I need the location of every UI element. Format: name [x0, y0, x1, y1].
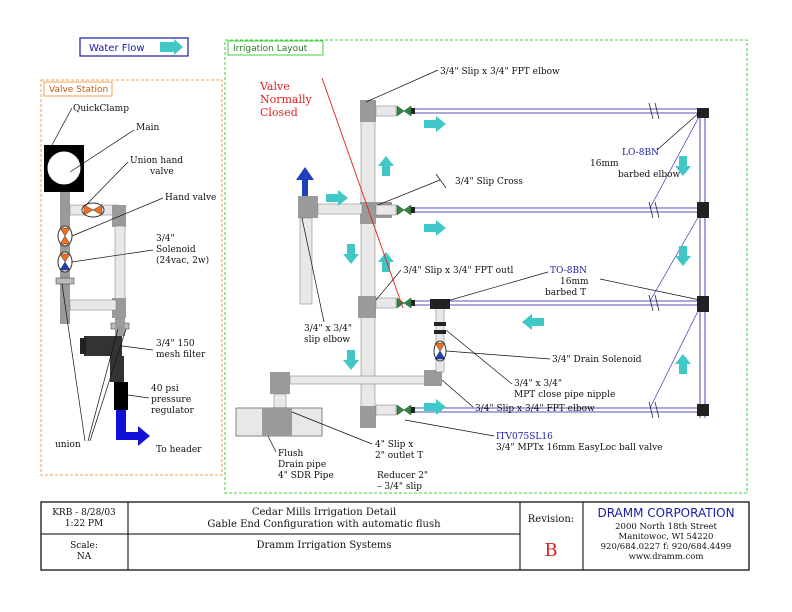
tb-web: www.dramm.com — [629, 552, 704, 562]
flow-arrow-icon — [424, 116, 446, 132]
supply-riser-arrow-icon — [296, 167, 314, 196]
tb-scale-value: NA — [77, 552, 92, 562]
flow-arrow-icon — [326, 190, 348, 206]
title-block: KRB - 8/28/03 1:22 PM Scale: NA Cedar Mi… — [40, 501, 750, 571]
tb-scale-label: Scale: — [70, 541, 98, 551]
tb-address1: 2000 North 18th Street — [615, 522, 717, 532]
tb-phone: 920/684.0227 f: 920/684.4499 — [601, 542, 732, 552]
flow-arrows — [326, 116, 691, 415]
break-mark — [648, 102, 654, 120]
irrigation-labels: 3/4" Slip x 3/4" FPT elbow 3/4" Slip Cro… — [267, 67, 701, 492]
break-mark — [654, 201, 660, 219]
label-itv: ITV075SL16 — [496, 432, 553, 442]
irrigation-layout-panel: Irrigation Layout — [224, 39, 748, 494]
break-mark — [648, 401, 654, 419]
header-pipe — [360, 101, 376, 423]
lateral-lines — [375, 102, 701, 419]
tb-author-date: KRB - 8/28/03 — [52, 508, 116, 518]
flow-arrow-icon — [675, 156, 691, 176]
break-mark — [648, 201, 654, 219]
valve-station-plumbing — [44, 145, 150, 446]
flow-arrow-icon — [378, 252, 394, 272]
flow-arrow-icon — [378, 156, 394, 176]
label-union: union — [55, 440, 81, 450]
hand-valve-icon — [57, 225, 73, 247]
flow-arrow-icon — [424, 399, 446, 415]
tb-address2: Manitowoc, WI 54220 — [619, 532, 714, 542]
break-mark — [654, 401, 660, 419]
label-main: Main — [136, 123, 159, 133]
label-hand-valve: Hand valve — [165, 193, 216, 203]
pressure-regulator-icon — [114, 382, 128, 410]
tb-time: 1:22 PM — [65, 519, 103, 529]
tb-revision-label: Revision: — [528, 514, 574, 525]
label-slip-fpt-elbow-top: 3/4" Slip x 3/4" FPT elbow — [440, 67, 560, 77]
solenoid-icon — [57, 251, 73, 273]
label-slip-cross: 3/4" Slip Cross — [455, 177, 523, 187]
label-lo-8bn-desc: 16mmbarbed elbow — [590, 159, 681, 180]
label-slip-elbow: 3/4" x 3/4"slip elbow — [304, 324, 352, 345]
irrigation-layout-title: Irrigation Layout — [233, 44, 308, 54]
mesh-filter-icon — [80, 336, 124, 382]
flow-arrow-icon — [424, 220, 446, 236]
irrigation-plumbing — [235, 100, 709, 437]
label-quickclamp: QuickClamp — [73, 104, 129, 114]
label-lo-8bn: LO-8BN — [622, 148, 659, 158]
label-slip-fpt-elbow-bottom: 3/4" Slip x 3/4" FPT elbow — [475, 404, 595, 414]
legend-label: Water Flow — [89, 43, 145, 54]
valve-station-panel: Valve Station — [40, 79, 223, 476]
label-to-8bn: TO-8BN — [550, 266, 587, 276]
flow-arrow-icon — [343, 350, 359, 370]
union-hand-valve-icon — [81, 202, 105, 218]
break-mark — [654, 294, 660, 312]
union-coupling — [55, 277, 75, 285]
label-slip-fpt-outlet: 3/4" Slip x 3/4" FPT outl — [403, 266, 513, 276]
ball-valve-icon — [396, 297, 415, 309]
flow-arrow-icon — [522, 314, 544, 330]
flow-arrow-icon — [675, 246, 691, 266]
ball-valve-icon — [396, 204, 415, 216]
tb-project: Cedar Mills Irrigation Detail — [252, 507, 396, 518]
legend-water-flow: Water Flow — [79, 37, 189, 57]
tb-company-line: Dramm Irrigation Systems — [256, 540, 391, 551]
tb-drawing: Gable End Configuration with automatic f… — [207, 519, 441, 530]
break-mark — [648, 294, 654, 312]
tb-corp-name: DRAMM CORPORATION — [597, 506, 734, 520]
label-solenoid: 3/4"Solenoid(24vac, 2w) — [156, 234, 209, 266]
to-header-arrow-icon — [116, 410, 150, 446]
tb-revision-value: B — [544, 540, 557, 561]
flow-arrow-icon — [343, 244, 359, 264]
label-reducer: Reducer 2"– 3/4" slip — [377, 471, 428, 492]
ball-valve-icon — [396, 404, 415, 416]
valve-station-title: Valve Station — [49, 85, 108, 95]
label-to-header: To header — [156, 445, 202, 455]
ball-valve-icon — [396, 105, 415, 117]
legend-arrow-icon — [160, 39, 183, 55]
label-mpt-nipple: 3/4" x 3/4"MPT close pipe nipple — [514, 379, 615, 400]
flow-arrow-icon — [675, 354, 691, 374]
break-mark — [654, 102, 660, 120]
label-itv-desc: 3/4" MPTx 16mm EasyLoc ball valve — [496, 443, 663, 453]
to-8bn-tee — [430, 299, 450, 309]
label-drain-solenoid: 3/4" Drain Solenoid — [552, 355, 642, 365]
drain-solenoid-icon — [433, 340, 447, 362]
